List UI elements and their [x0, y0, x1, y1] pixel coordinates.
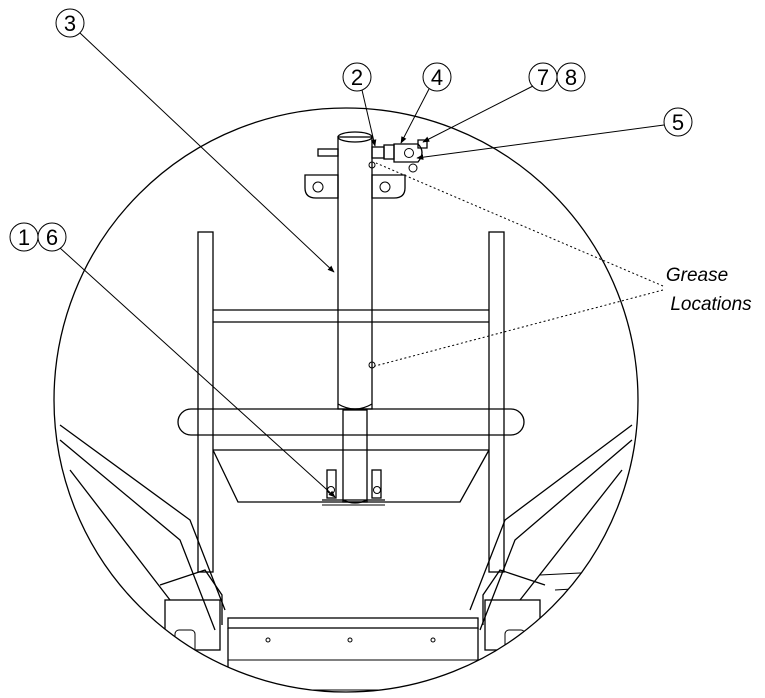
lower-clamp — [322, 469, 385, 506]
svg-text:4: 4 — [431, 65, 443, 90]
mount-brackets — [304, 174, 406, 199]
callout-3: 3 — [55, 8, 85, 38]
svg-text:1: 1 — [18, 225, 30, 250]
grease-leaders — [374, 162, 664, 367]
callout-2: 2 — [342, 62, 372, 92]
hopper-frame — [59, 424, 638, 631]
detail-circle — [53, 107, 639, 693]
callout-1: 1 — [9, 222, 39, 252]
svg-text:7: 7 — [537, 65, 549, 90]
callout-4: 4 — [422, 62, 452, 92]
top-linkage — [317, 139, 428, 173]
callout-8: 8 — [556, 62, 586, 92]
callout-5: 5 — [663, 107, 693, 137]
callout-7: 7 — [528, 62, 558, 92]
slotted-bar — [177, 408, 525, 436]
svg-text:Grease: Grease — [666, 265, 728, 286]
svg-text:3: 3 — [64, 11, 76, 36]
machine-base — [159, 569, 546, 692]
detail-view — [59, 131, 638, 692]
callout-6: 6 — [37, 222, 67, 252]
cross-plate — [213, 309, 489, 451]
grease-locations-label: Grease Locations — [666, 265, 752, 315]
svg-text:8: 8 — [565, 65, 577, 90]
svg-text:6: 6 — [46, 225, 58, 250]
vertical-tube — [337, 131, 373, 504]
svg-text:5: 5 — [672, 110, 684, 135]
svg-text:2: 2 — [351, 65, 363, 90]
upright-posts — [197, 231, 505, 573]
leader-lines — [59, 32, 665, 498]
hopper-bottom — [212, 449, 490, 503]
grease-fittings — [368, 161, 376, 369]
svg-text:Locations: Locations — [670, 294, 752, 315]
